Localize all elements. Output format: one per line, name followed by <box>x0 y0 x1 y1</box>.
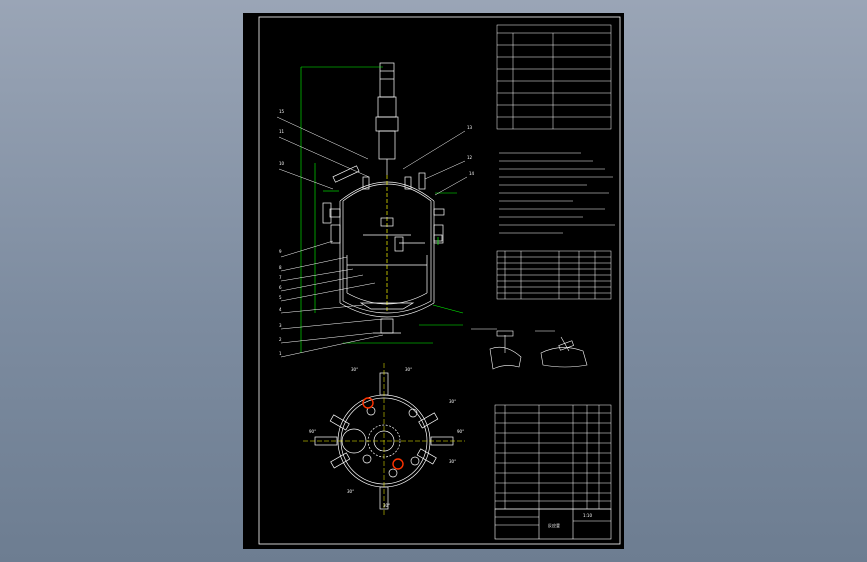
detail-views <box>471 328 588 370</box>
technical-characteristics-table <box>496 24 612 130</box>
leader-lines <box>276 116 468 358</box>
angle-label: 30° <box>449 399 456 404</box>
angle-label: 90° <box>457 429 464 434</box>
angle-label: 30° <box>351 367 358 372</box>
leader-label: 6 <box>279 285 282 290</box>
leader-label: 15 <box>279 109 285 114</box>
angle-label: 30° <box>383 503 390 508</box>
angle-label: 30° <box>405 367 412 372</box>
plan-nozzle-highlights <box>362 397 404 470</box>
dimension-lines <box>300 66 464 353</box>
angle-label: 30° <box>449 459 456 464</box>
leader-label: 1 <box>279 351 282 356</box>
reactor-drawing: 15 11 10 9 8 7 6 5 4 3 2 1 13 12 14 <box>258 16 621 545</box>
leader-label: 7 <box>279 275 282 280</box>
leader-label: 13 <box>467 125 473 130</box>
angle-label: 30° <box>347 489 354 494</box>
title-block-scale: 1:10 <box>583 513 592 518</box>
elevation-view <box>322 62 445 334</box>
leader-label: 5 <box>279 295 282 300</box>
angle-label: 90° <box>309 429 316 434</box>
technical-requirements-text <box>499 152 615 234</box>
leader-label: 11 <box>279 129 285 134</box>
plan-centerlines <box>303 363 465 517</box>
title-block-name: 反应釜 <box>548 522 560 528</box>
leader-label: 3 <box>279 323 282 328</box>
leader-label: 8 <box>279 265 282 270</box>
leader-label: 9 <box>279 249 282 254</box>
title-block <box>494 508 612 540</box>
leader-labels: 15 11 10 9 8 7 6 5 4 3 2 1 13 12 14 <box>279 109 475 356</box>
leader-label: 14 <box>469 171 475 176</box>
leader-label: 2 <box>279 337 282 342</box>
parts-list-table <box>494 404 612 510</box>
leader-label: 12 <box>467 155 473 160</box>
leader-label: 10 <box>279 161 285 166</box>
sheet-border <box>258 16 621 545</box>
leader-label: 4 <box>279 307 282 312</box>
plan-angle-labels: 30° 30° 30° 30° 30° 30° 90° 90° <box>309 367 464 508</box>
drawing-sheet: 15 11 10 9 8 7 6 5 4 3 2 1 13 12 14 <box>243 13 624 549</box>
nozzle-table <box>496 250 612 300</box>
